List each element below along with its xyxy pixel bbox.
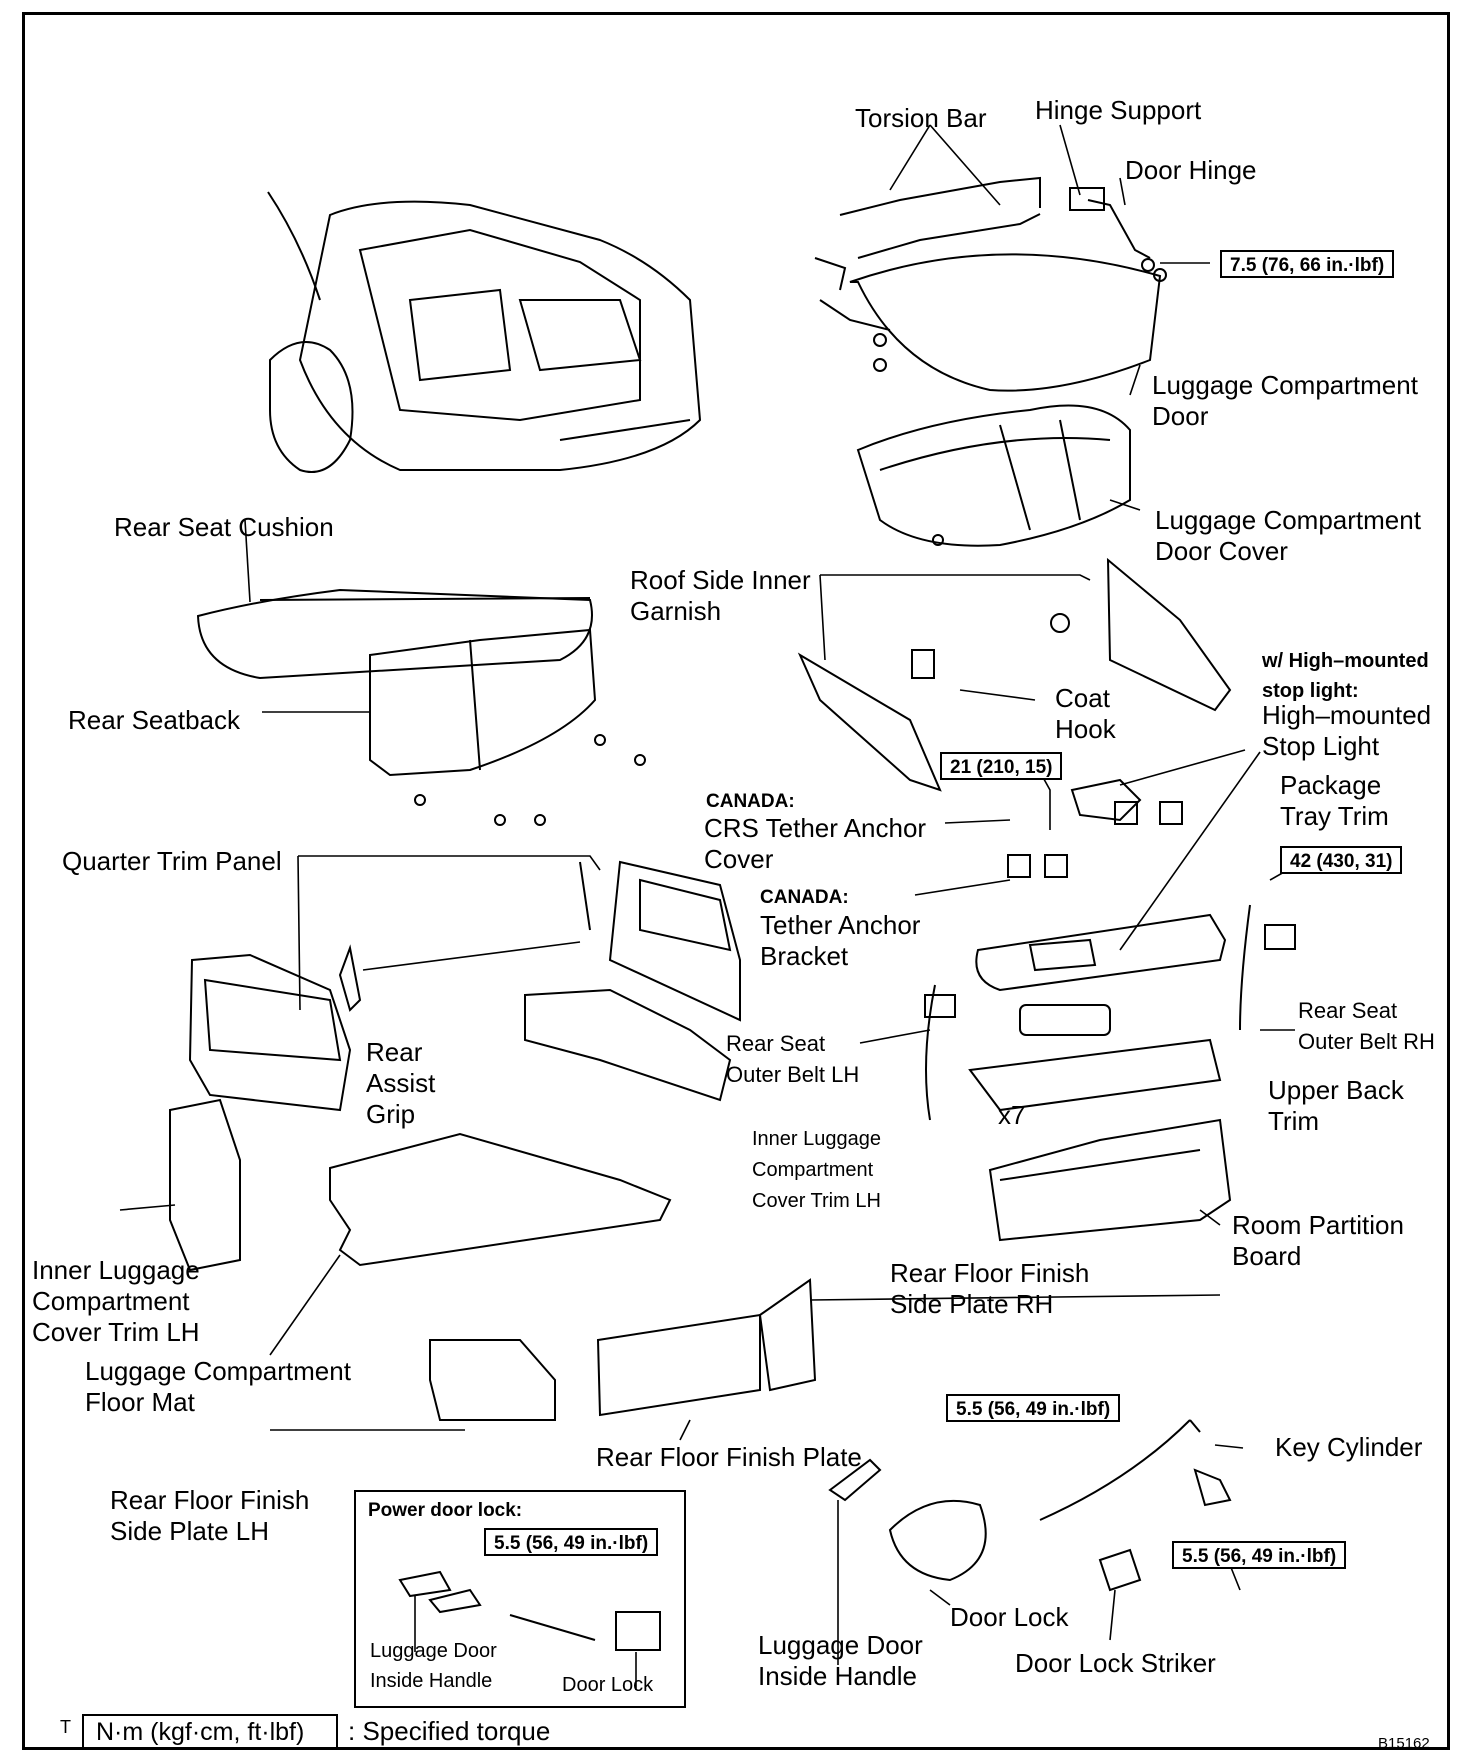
label-high-mounted-note-2: stop light: [1262, 680, 1359, 702]
power-lock-door-lock: Door Lock [562, 1674, 654, 1696]
label-x7: x7 [998, 1100, 1026, 1130]
power-door-lock-inset: Power door lock: 5.5 (56, 49 in.·lbf) Lu… [354, 1490, 686, 1708]
label-belt-lh-2: Outer Belt LH [726, 1062, 860, 1087]
figure-code: B15162 [1378, 1735, 1430, 1752]
floor-mat-drawing [329, 1132, 672, 1267]
torque-hinge: 7.5 (76, 66 in.·lbf) [1220, 250, 1395, 278]
label-canada-1: CANADA: [706, 791, 795, 812]
diagram-frame [22, 12, 1450, 1750]
label-rear-seatback: Rear Seatback [68, 705, 240, 735]
leader-lines [119, 124, 1301, 1690]
label-luggage-door-1: Luggage Compartment [1152, 370, 1418, 400]
label-roof-garnish-1: Roof Side Inner [630, 565, 811, 595]
label-rear-floor-finish-plate: Rear Floor Finish Plate [596, 1442, 862, 1472]
label-luggage-door-2: Door [1152, 401, 1209, 431]
label-hinge-support: Hinge Support [1035, 95, 1202, 125]
label-key-cylinder: Key Cylinder [1275, 1432, 1423, 1462]
power-lock-handle-1: Luggage Door [370, 1640, 497, 1662]
label-room-partition-2: Board [1232, 1241, 1302, 1271]
label-belt-rh-2: Outer Belt RH [1298, 1029, 1435, 1054]
label-inner-trim-1: Inner Luggage [32, 1255, 200, 1285]
label-inner-trim-small-1: Inner Luggage [752, 1128, 882, 1150]
label-package-tray-1: Package [1280, 770, 1382, 800]
label-inner-trim-2: Compartment [32, 1286, 190, 1316]
label-belt-lh-1: Rear Seat [726, 1031, 826, 1056]
label-floor-side-rh-1: Rear Floor Finish [890, 1258, 1090, 1288]
label-belt-rh-1: Rear Seat [1298, 998, 1398, 1023]
legend-marker: T [60, 1717, 71, 1737]
torque-belt-rh: 42 (430, 31) [1280, 846, 1403, 874]
door-cover-drawing [856, 404, 1131, 547]
label-high-mounted-note-1: w/ High–mounted [1262, 650, 1429, 672]
torque-striker: 5.5 (56, 49 in.·lbf) [1172, 1541, 1347, 1569]
roof-garnish-drawing [797, 557, 1232, 792]
label-high-stop-light-2: Stop Light [1262, 731, 1380, 761]
label-door-hinge: Door Hinge [1125, 155, 1257, 185]
torque-power-lock: 5.5 (56, 49 in.·lbf) [484, 1528, 659, 1556]
seat-belts-drawing [924, 904, 1296, 1121]
label-high-stop-light-1: High–mounted [1262, 700, 1432, 730]
label-upper-back-2: Trim [1268, 1106, 1320, 1136]
luggage-door-drawing [814, 176, 1167, 392]
label-room-partition-1: Room Partition [1232, 1210, 1404, 1240]
floor-plates-drawing [429, 1278, 817, 1421]
label-inside-handle-1: Luggage Door [758, 1630, 923, 1660]
torque-high-mount: 21 (210, 15) [940, 752, 1063, 780]
label-floor-mat-1: Luggage Compartment [85, 1356, 351, 1386]
inner-trim-drawing [169, 988, 732, 1272]
legend-units: N·m (kgf·cm, ft·lbf) [96, 1718, 305, 1746]
label-floor-mat-2: Floor Mat [85, 1387, 195, 1417]
label-upper-back-1: Upper Back [1268, 1075, 1404, 1105]
label-crs-tether-1: CRS Tether Anchor [704, 813, 927, 843]
label-door-lock: Door Lock [950, 1602, 1069, 1632]
label-inner-trim-3: Cover Trim LH [32, 1317, 200, 1347]
label-assist-grip-2: Assist [366, 1068, 436, 1098]
torque-lock: 5.5 (56, 49 in.·lbf) [946, 1394, 1121, 1422]
label-inside-handle-2: Inside Handle [758, 1661, 917, 1691]
label-roof-garnish-2: Garnish [630, 596, 722, 626]
power-lock-title: Power door lock: [368, 1500, 523, 1521]
power-lock-drawing [398, 1570, 661, 1651]
label-torsion-bar: Torsion Bar [855, 103, 987, 133]
label-tether-bracket-2: Bracket [760, 941, 849, 971]
label-floor-side-lh-2: Side Plate LH [110, 1516, 269, 1546]
label-package-tray-2: Tray Trim [1280, 801, 1389, 831]
label-crs-tether-2: Cover [704, 844, 774, 874]
package-tray-drawing [968, 778, 1227, 1112]
label-rear-seat-cushion: Rear Seat Cushion [114, 512, 334, 542]
door-lock-drawing [828, 1419, 1232, 1592]
power-lock-handle-2: Inside Handle [370, 1670, 493, 1692]
label-floor-side-lh-1: Rear Floor Finish [110, 1485, 310, 1515]
legend-units-box: N·m (kgf·cm, ft·lbf) [82, 1714, 338, 1750]
label-tether-bracket-1: Tether Anchor [760, 910, 921, 940]
label-inner-trim-small-3: Cover Trim LH [752, 1190, 881, 1212]
label-assist-grip-1: Rear [366, 1037, 423, 1067]
label-door-cover-2: Door Cover [1155, 536, 1288, 566]
label-assist-grip-3: Grip [366, 1099, 416, 1129]
label-canada-2: CANADA: [760, 887, 849, 908]
car-body-drawing [267, 191, 702, 473]
label-quarter-trim-panel: Quarter Trim Panel [62, 846, 282, 876]
quarter-trim-drawing [188, 860, 741, 1112]
label-inner-trim-small-2: Compartment [752, 1159, 874, 1181]
label-coat-hook-1: Coat [1055, 683, 1110, 713]
legend-text: : Specified torque [348, 1716, 551, 1746]
label-floor-side-rh-2: Side Plate RH [890, 1289, 1054, 1319]
room-partition-drawing [988, 1118, 1232, 1242]
label-door-cover-1: Luggage Compartment [1155, 505, 1421, 535]
rear-seat-drawing [196, 588, 646, 826]
label-coat-hook-2: Hook [1055, 714, 1116, 744]
label-door-lock-striker: Door Lock Striker [1015, 1648, 1216, 1678]
